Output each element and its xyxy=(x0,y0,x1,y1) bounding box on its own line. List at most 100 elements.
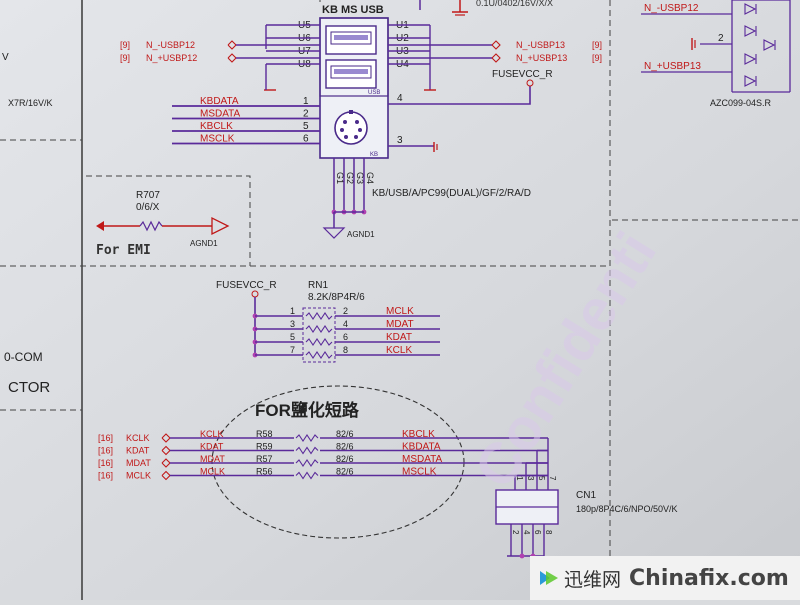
cn1-ref: CN1 xyxy=(576,490,596,501)
site-watermark: 迅维网 Chinafix.com xyxy=(530,556,800,600)
pin3-label: 3 xyxy=(397,135,403,146)
connector-power-pins: 4 FUSEVCC_R 3 xyxy=(388,69,553,152)
usb-right-net-1: N_-USBP13 xyxy=(516,40,565,50)
fragment-ctor: CTOR xyxy=(8,379,50,396)
resistor-symbol xyxy=(295,446,319,455)
junction-dot xyxy=(519,553,525,559)
top-capacitor: 0.1U/0402/16V/X/X xyxy=(419,0,553,16)
ps2-pin-2: 2 xyxy=(303,109,309,120)
rn1-right-pin-1: 2 xyxy=(343,306,348,316)
ps2-net-3: KBCLK xyxy=(200,121,233,132)
fragment-com: 0-COM xyxy=(4,350,43,364)
rn1-ref: RN1 xyxy=(308,280,328,291)
rn1-value: 8.2K/8P4R/6 xyxy=(308,292,365,303)
esd-res-val-1: 82/6 xyxy=(336,429,354,439)
resistor-symbol xyxy=(295,459,319,467)
resistor-symbol xyxy=(295,471,319,480)
cn1-bottom-pin-4: 8 xyxy=(544,530,553,535)
rn1-net-2: MDAT xyxy=(386,319,414,330)
esd-local-3: MDAT xyxy=(200,454,225,464)
cn1-value: 180p/8P4C/6/NPO/50V/K xyxy=(576,504,678,514)
emi-agnd: AGND1 xyxy=(190,239,218,248)
esd-res-ref-4: R56 xyxy=(256,467,273,477)
ps2-net-1: KBDATA xyxy=(200,96,239,107)
cn1-top-pin-3: 5 xyxy=(537,476,546,481)
cn1-top-pin-4: 7 xyxy=(548,476,557,481)
diode-net-2: N_+USBP13 xyxy=(644,61,701,72)
esd-diode-array: N_-USBP12 2 N_+USBP13 AZC099-04S.R xyxy=(641,0,791,108)
usb-tag: USB xyxy=(368,90,380,96)
left-fragments: V X7R/16V/K 0-COM CTOR xyxy=(2,52,53,396)
esd-ref-2: [16] xyxy=(98,446,113,456)
rn1-left-pin-4: 7 xyxy=(290,345,295,355)
diode-part: AZC099-04S.R xyxy=(710,98,772,108)
cn1-bottom-pin-1: 2 xyxy=(511,530,520,535)
cn1-top-pin-2: 3 xyxy=(526,476,535,481)
ground-pin-2: G2 xyxy=(345,172,355,184)
connector-part-desc: KB/USB/A/PC99(DUAL)/GF/2/RA/D xyxy=(372,188,531,199)
cn1-top-pin-1: 1 xyxy=(515,476,524,481)
emi-ref: R707 xyxy=(136,190,160,201)
esd-res-ref-3: R57 xyxy=(256,454,273,464)
resistor-symbol xyxy=(295,434,319,442)
usb-left-net-1: N_-USBP12 xyxy=(146,40,195,50)
top-cap-label: 0.1U/0402/16V/X/X xyxy=(476,0,553,8)
resistor-symbol xyxy=(305,338,333,346)
esd-title: FOR鹽化短路 xyxy=(255,400,360,420)
esd-res-val-4: 82/6 xyxy=(336,467,354,477)
rn1-right-pin-3: 6 xyxy=(343,332,348,342)
net-arrow xyxy=(491,53,501,63)
fragment-cap: X7R/16V/K xyxy=(8,98,53,108)
esd-sig-2: KDAT xyxy=(126,446,150,456)
esd-out-4: MSCLK xyxy=(402,467,437,478)
usb-right-net-2: N_+USBP13 xyxy=(516,53,567,63)
esd-local-4: MCLK xyxy=(200,467,225,477)
usb-left-net-2: N_+USBP12 xyxy=(146,53,197,63)
rn1-net-1: MCLK xyxy=(386,306,414,317)
rn1-power: FUSEVCC_R xyxy=(216,280,277,291)
ps2-pin-4: 6 xyxy=(303,134,309,145)
usb-left-ref-2: [9] xyxy=(120,53,130,63)
connector-title: KB MS USB xyxy=(322,4,384,16)
usb-right-ref-1: [9] xyxy=(592,40,602,50)
esd-local-2: KDAT xyxy=(200,442,224,452)
rn1-left-pin-2: 3 xyxy=(290,319,295,329)
resistor-symbol xyxy=(305,325,333,333)
ps2-net-4: MSCLK xyxy=(200,134,235,145)
rn1-left-pin-1: 1 xyxy=(290,306,295,316)
ps2-net-2: MSDATA xyxy=(200,109,241,120)
emi-label: For EMI xyxy=(96,243,151,258)
esd-sig-1: KCLK xyxy=(126,433,150,443)
emi-block: R707 0/6/X AGND1 For EMI xyxy=(96,190,230,258)
power-net-top: FUSEVCC_R xyxy=(492,69,553,80)
rn1-net-4: KCLK xyxy=(386,345,412,356)
chinafix-logo-icon xyxy=(540,571,558,585)
cn1-bottom-pin-2: 4 xyxy=(522,530,531,535)
esd-res-ref-2: R59 xyxy=(256,442,273,452)
ground-pin-3: G3 xyxy=(355,172,365,184)
ps2-pin-1: 1 xyxy=(303,96,309,107)
resistor-symbol xyxy=(305,351,333,359)
esd-res-val-2: 82/6 xyxy=(336,442,354,452)
resistor-symbol xyxy=(305,312,333,320)
rn1-net-3: KDAT xyxy=(386,332,412,343)
ps2-pin-3: 5 xyxy=(303,121,309,132)
net-arrow xyxy=(491,40,501,50)
esd-ref-3: [16] xyxy=(98,458,113,468)
emi-value: 0/6/X xyxy=(136,202,160,213)
watermark-cn: 迅维网 xyxy=(564,568,622,591)
pin4-label: 4 xyxy=(397,93,403,104)
esd-sig-4: MCLK xyxy=(126,471,151,481)
esd-sig-3: MDAT xyxy=(126,458,151,468)
ground-pin-1: G1 xyxy=(335,172,345,184)
rn1-left-pin-3: 5 xyxy=(290,332,295,342)
esd-out-1: KBCLK xyxy=(402,429,435,440)
esd-res-ref-1: R58 xyxy=(256,429,273,439)
watermark-en: Chinafix.com xyxy=(629,565,789,591)
diode-net-1: N_-USBP12 xyxy=(644,3,699,14)
